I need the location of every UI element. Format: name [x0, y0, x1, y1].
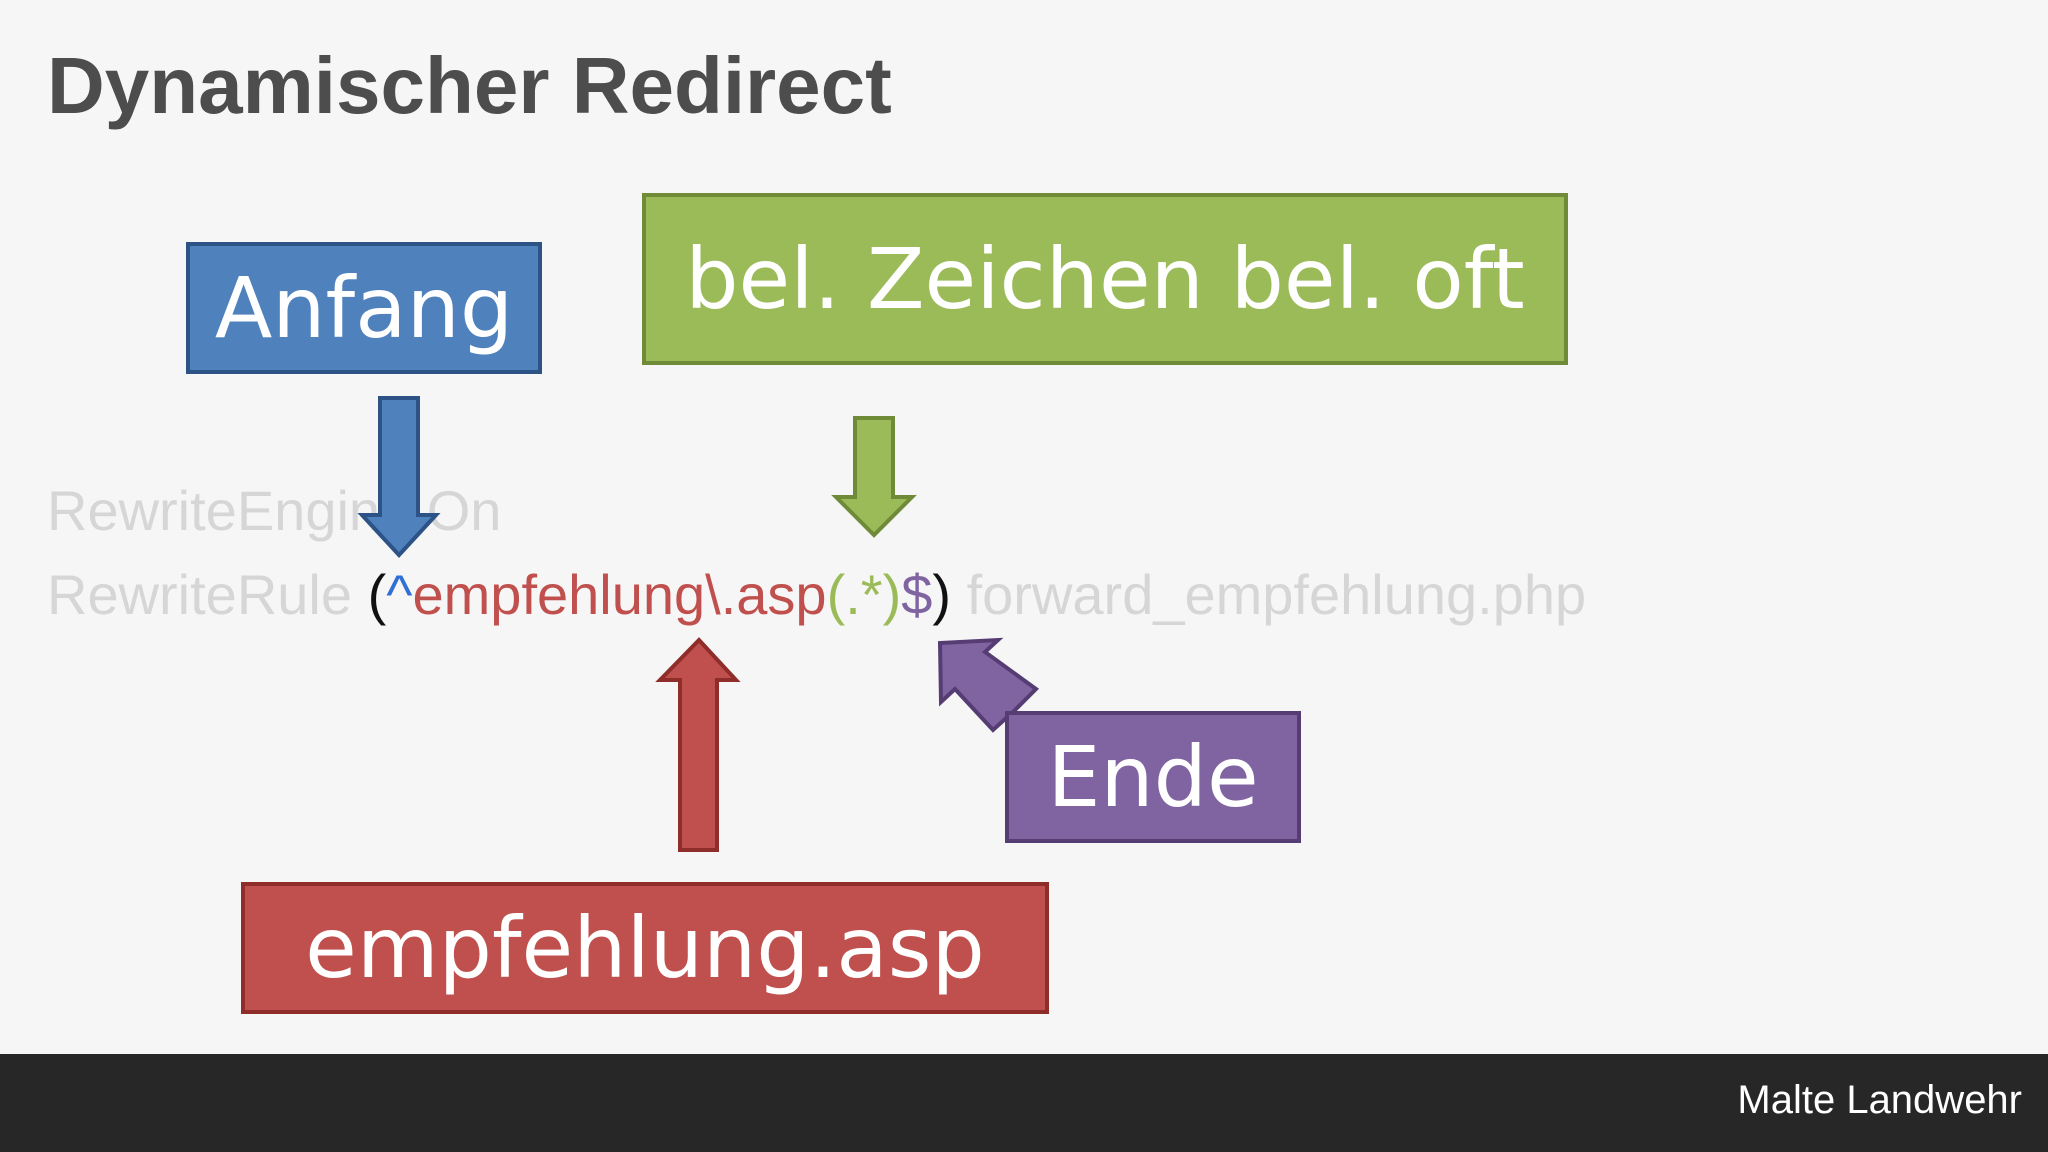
footer-bar: Malte Landwehr: [0, 1054, 2048, 1152]
code-directive: RewriteRule: [47, 563, 368, 626]
red-up-arrow: [655, 637, 741, 852]
footer-author: Malte Landwehr: [1737, 1078, 2022, 1122]
code-dollar: $: [901, 563, 933, 626]
code-group: (.*): [826, 563, 902, 626]
code-open-paren: (: [367, 563, 387, 626]
anfang-label-box: Anfang: [186, 242, 542, 374]
code-close-paren: ): [932, 563, 952, 626]
code-pattern-literal: empfehlung\.asp: [412, 563, 827, 626]
slide-title: Dynamischer Redirect: [47, 41, 892, 130]
green-down-arrow: [831, 416, 917, 538]
any-chars-label-box: bel. Zeichen bel. oft: [642, 193, 1568, 365]
code-target: forward_empfehlung.php: [951, 563, 1587, 626]
code-line-rewrite-rule: RewriteRule (^empfehlung\.asp(.*)$) forw…: [47, 562, 1586, 627]
empfehlung-label-box: empfehlung.asp: [241, 882, 1049, 1014]
ende-label-box: Ende: [1005, 711, 1301, 843]
code-caret: ^: [386, 563, 413, 626]
code-line-rewrite-engine: RewriteEngine On: [47, 479, 502, 542]
